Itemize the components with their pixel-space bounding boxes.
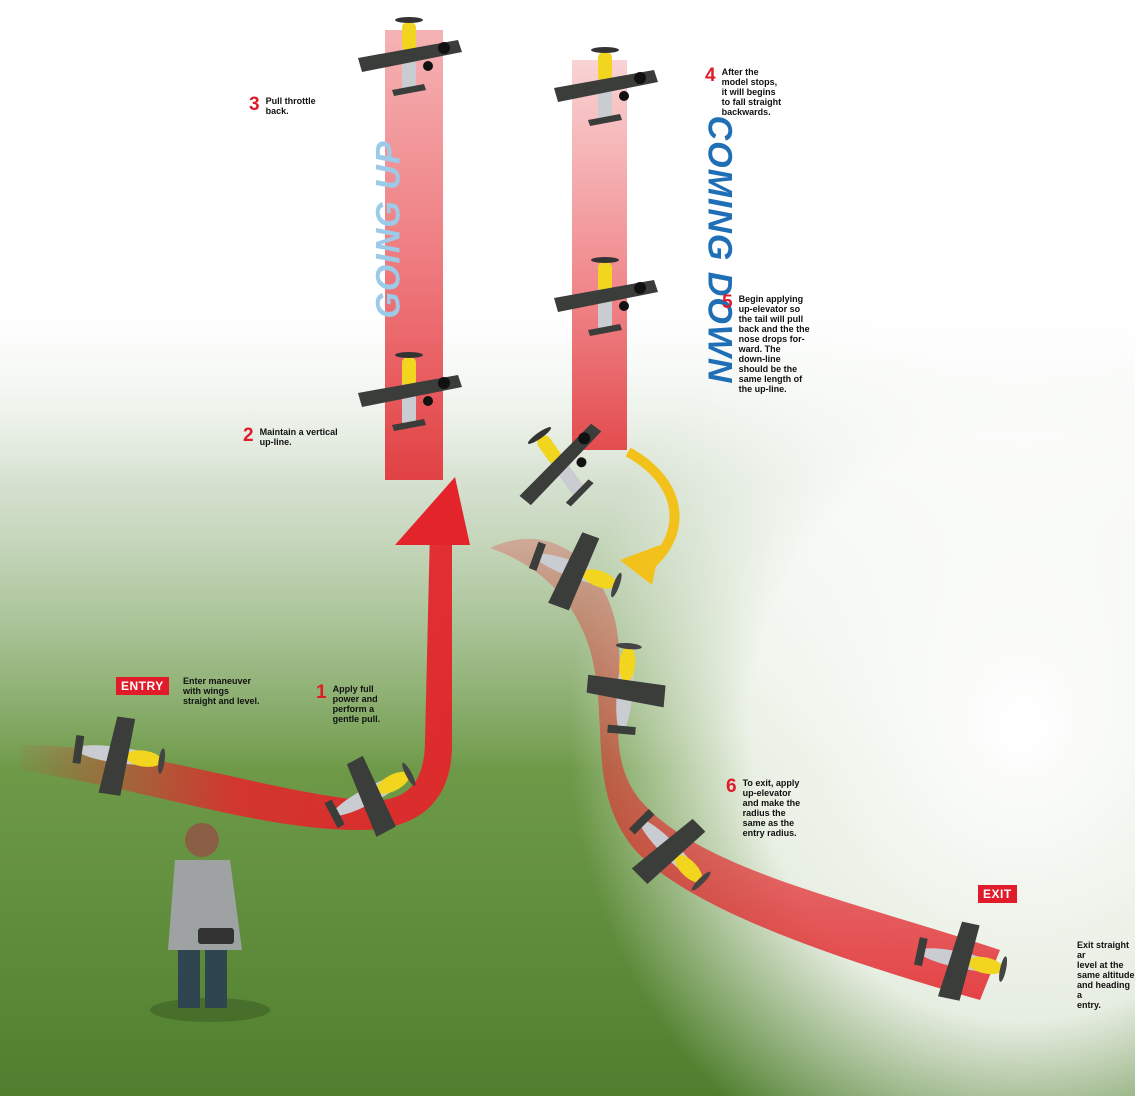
step-number: 6 — [726, 778, 737, 795]
step-text: After the model stops, it will begins to… — [722, 67, 782, 117]
step-6: 6 To exit, apply up-elevator and make th… — [726, 778, 800, 838]
exit-note: Exit straight ar level at the same altit… — [1077, 940, 1135, 1010]
step-1: 1 Apply full power and perform a gentle … — [316, 684, 380, 724]
step-3: 3 Pull throttle back. — [249, 96, 316, 116]
step-number: 3 — [249, 96, 260, 113]
entry-note: Enter maneuver with wings straight and l… — [183, 676, 260, 706]
step-text: Begin applying up-elevator so the tail w… — [739, 294, 810, 394]
entry-tag: ENTRY — [116, 677, 169, 695]
step-5: 5 Begin applying up-elevator so the tail… — [722, 294, 810, 394]
step-4: 4 After the model stops, it will begins … — [705, 67, 781, 117]
exit-tag: EXIT — [978, 885, 1017, 903]
step-text: To exit, apply up-elevator and make the … — [743, 778, 801, 838]
step-number: 4 — [705, 67, 716, 84]
step-2: 2 Maintain a vertical up-line. — [243, 427, 338, 447]
step-number: 5 — [722, 294, 733, 311]
step-text: Maintain a vertical up-line. — [260, 427, 338, 447]
step-text: Pull throttle back. — [266, 96, 316, 116]
step-number: 1 — [316, 684, 327, 701]
plane-down-top — [554, 47, 658, 126]
plane-up-top — [358, 17, 462, 96]
going-up-label: GOING UP — [370, 140, 409, 318]
step-text: Apply full power and perform a gentle pu… — [333, 684, 381, 724]
sky-fog — [380, 280, 1135, 1096]
step-number: 2 — [243, 427, 254, 444]
